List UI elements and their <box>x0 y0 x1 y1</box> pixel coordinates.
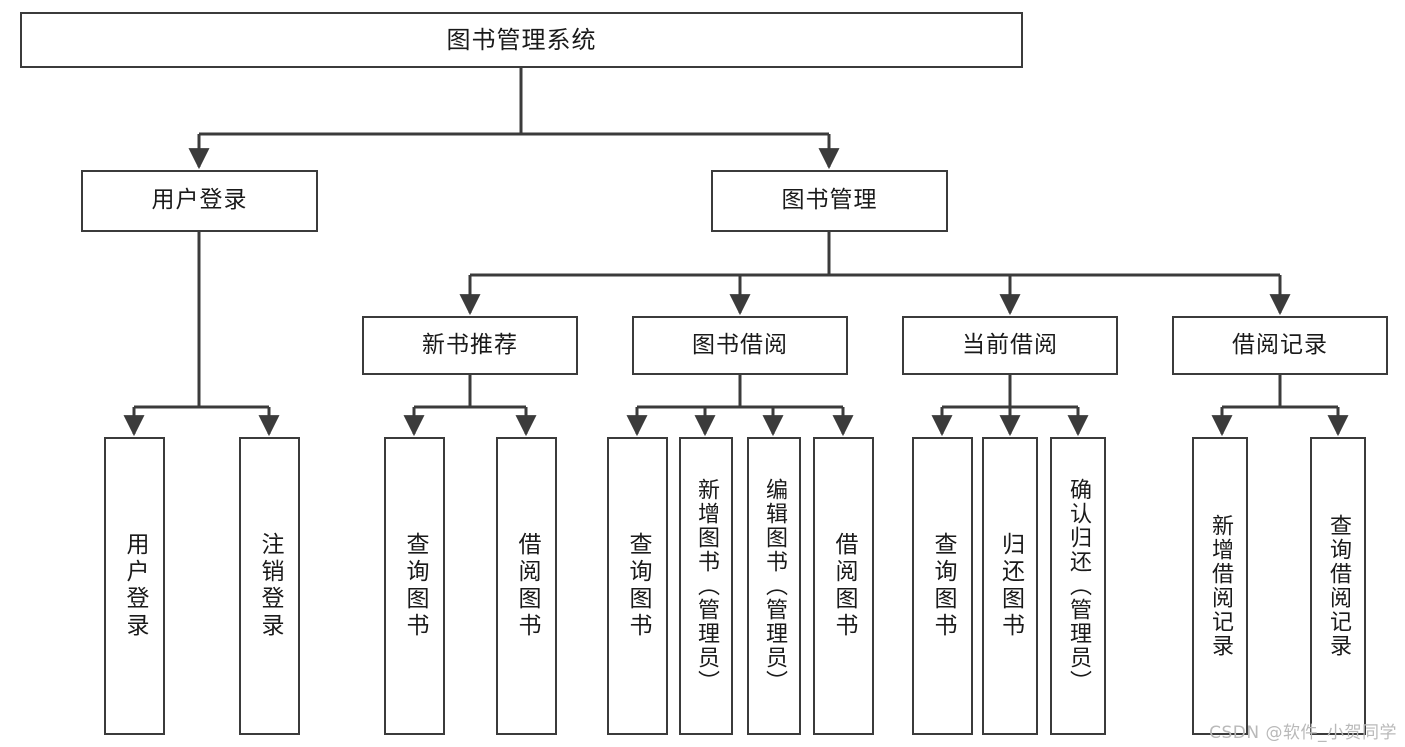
node-label: 编辑图书（管理员） <box>762 478 787 694</box>
leaf-borrow-book-recommend[interactable]: 借阅图书 <box>496 437 557 735</box>
node-book-management[interactable]: 图书管理 <box>711 170 948 232</box>
node-root-book-management-system[interactable]: 图书管理系统 <box>20 12 1023 68</box>
node-label: 新书推荐 <box>422 331 518 358</box>
leaf-query-book-recommend[interactable]: 查询图书 <box>384 437 445 735</box>
node-borrow-record[interactable]: 借阅记录 <box>1172 316 1388 375</box>
node-user-login[interactable]: 用户登录 <box>81 170 318 232</box>
node-label: 新增图书（管理员） <box>694 478 719 694</box>
node-label: 归还图书 <box>997 532 1024 640</box>
leaf-add-book-admin[interactable]: 新增图书（管理员） <box>679 437 733 735</box>
node-label: 查询图书 <box>625 532 651 640</box>
leaf-add-borrow-record[interactable]: 新增借阅记录 <box>1192 437 1248 735</box>
node-label: 查询图书 <box>930 532 956 640</box>
node-label: 查询借阅记录 <box>1326 514 1351 658</box>
node-label: 借阅图书 <box>514 532 540 640</box>
node-label: 图书借阅 <box>692 331 788 358</box>
node-label: 用户登录 <box>122 532 148 640</box>
leaf-borrow-book[interactable]: 借阅图书 <box>813 437 874 735</box>
node-label: 当前借阅 <box>962 331 1058 358</box>
node-label: 新增借阅记录 <box>1208 514 1233 658</box>
leaf-query-book-borrow[interactable]: 查询图书 <box>607 437 668 735</box>
node-new-book-recommend[interactable]: 新书推荐 <box>362 316 578 375</box>
node-label: 查询图书 <box>402 532 428 640</box>
node-label: 注销登录 <box>257 532 283 640</box>
node-label: 借阅记录 <box>1232 331 1328 358</box>
leaf-edit-book-admin[interactable]: 编辑图书（管理员） <box>747 437 801 735</box>
leaf-query-book-current[interactable]: 查询图书 <box>912 437 973 735</box>
node-label: 图书管理系统 <box>446 25 597 54</box>
node-current-borrow[interactable]: 当前借阅 <box>902 316 1118 375</box>
node-label: 图书管理 <box>781 187 878 214</box>
node-label: 用户登录 <box>151 187 248 214</box>
leaf-query-borrow-record[interactable]: 查询借阅记录 <box>1310 437 1366 735</box>
node-book-borrow[interactable]: 图书借阅 <box>632 316 848 375</box>
leaf-return-book[interactable]: 归还图书 <box>982 437 1038 735</box>
node-label: 借阅图书 <box>831 532 857 640</box>
leaf-logout-login[interactable]: 注销登录 <box>239 437 300 735</box>
leaf-user-login[interactable]: 用户登录 <box>104 437 165 735</box>
node-label: 确认归还（管理员） <box>1066 478 1091 694</box>
leaf-confirm-return-admin[interactable]: 确认归还（管理员） <box>1050 437 1106 735</box>
